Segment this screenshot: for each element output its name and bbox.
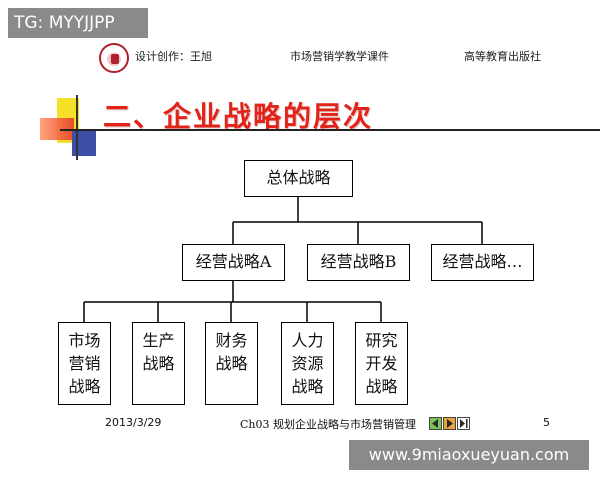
slide-title: 二、企业战略的层次: [103, 100, 374, 133]
next-arrow-icon[interactable]: [443, 417, 456, 430]
university-seal-icon: [99, 43, 129, 73]
header-course: 市场营销学教学课件: [290, 50, 389, 63]
last-page-icon[interactable]: [457, 417, 470, 430]
node-production-strategy: 生产 战略: [132, 322, 185, 405]
node-marketing-strategy: 市场 营销 战略: [58, 322, 111, 405]
site-watermark: www.9miaoxueyuan.com: [349, 440, 589, 470]
header-designer: 设计创作：王旭: [135, 50, 212, 63]
footer-date: 2013/3/29: [105, 416, 162, 429]
node-business-strategy-more: 经营战略…: [431, 244, 534, 281]
node-business-strategy-a: 经营战略A: [182, 244, 285, 281]
decor-red-block: [40, 118, 74, 140]
node-business-strategy-b: 经营战略B: [307, 244, 410, 281]
tg-badge: TG: MYYJJPP: [8, 8, 148, 38]
page-number: 5: [543, 416, 550, 429]
node-finance-strategy: 财务 战略: [205, 322, 258, 405]
decor-vertical-line: [76, 95, 78, 160]
node-corporate-strategy: 总体战略: [244, 160, 353, 197]
node-rd-strategy: 研究 开发 战略: [355, 322, 408, 405]
title-underline: [60, 129, 600, 131]
prev-arrow-icon[interactable]: [429, 417, 442, 430]
footer-chapter: Ch03 规划企业战略与市场营销管理: [240, 418, 416, 431]
node-hr-strategy: 人力 资源 战略: [281, 322, 334, 405]
header-publisher: 高等教育出版社: [464, 50, 541, 63]
